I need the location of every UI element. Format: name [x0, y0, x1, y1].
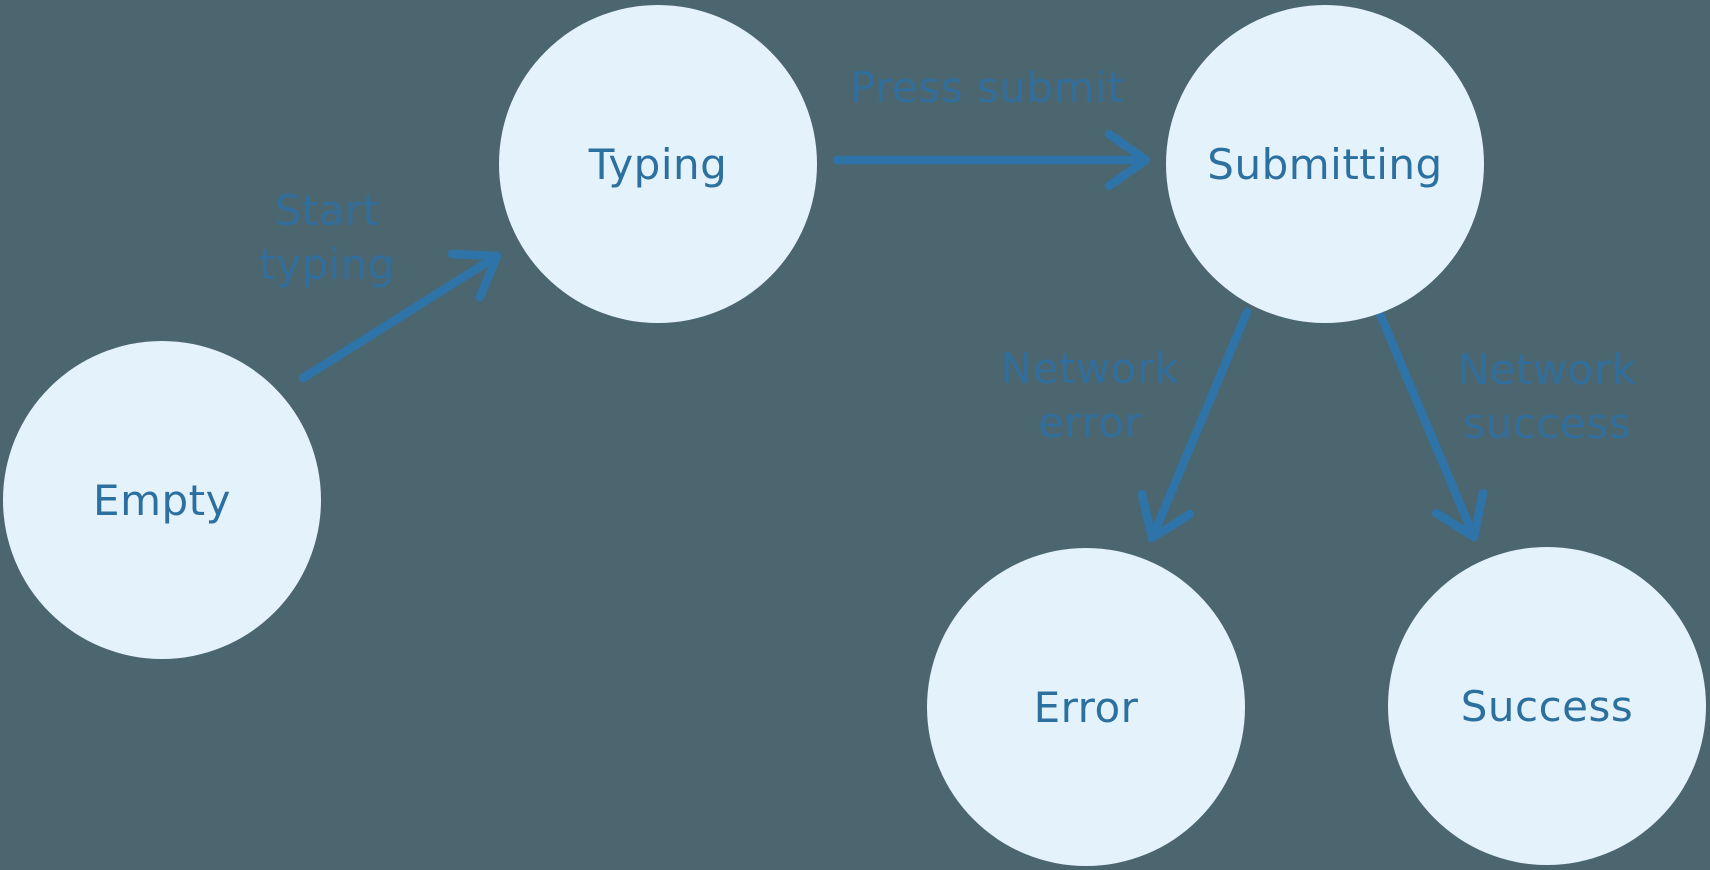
edge-label-press-submit: Press submit [849, 63, 1125, 112]
state-node-submitting-label: Submitting [1207, 139, 1443, 189]
state-node-typing-label: Typing [588, 139, 728, 189]
state-node-success: Success [1388, 547, 1706, 865]
state-node-empty-label: Empty [93, 475, 231, 525]
state-node-error: Error [927, 548, 1245, 866]
state-node-empty: Empty [3, 341, 321, 659]
state-node-success-label: Success [1460, 681, 1634, 731]
state-node-error-label: Error [1033, 682, 1139, 732]
edge-label-network-success: Network success [1457, 345, 1637, 448]
state-node-submitting: Submitting [1166, 5, 1484, 323]
edge-label-network-error: Network error [1000, 344, 1180, 447]
arrow-typing-to-submitting [832, 129, 1151, 191]
state-node-typing: Typing [499, 5, 817, 323]
edge-label-start-typing: Start typing [259, 186, 395, 289]
